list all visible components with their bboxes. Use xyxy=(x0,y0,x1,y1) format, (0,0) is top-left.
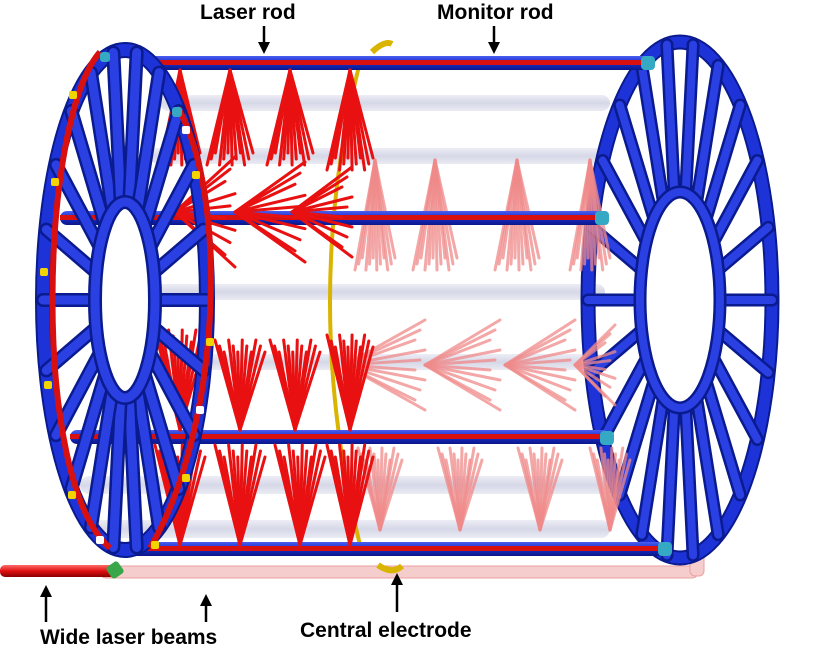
wide-laser-beam xyxy=(0,561,124,579)
monitor-rod-label: Monitor rod xyxy=(437,1,554,24)
central-electrode-label: Central electrode xyxy=(300,619,472,642)
laser-fans xyxy=(153,68,375,547)
right-end-wheel xyxy=(580,34,780,566)
wide-laser-beams-label: Wide laser beams xyxy=(40,626,218,649)
left-end-wheel xyxy=(35,42,215,558)
connectors xyxy=(100,52,672,556)
callout-arrows xyxy=(40,26,500,622)
laser-rod-label: Laser rod xyxy=(200,1,296,24)
